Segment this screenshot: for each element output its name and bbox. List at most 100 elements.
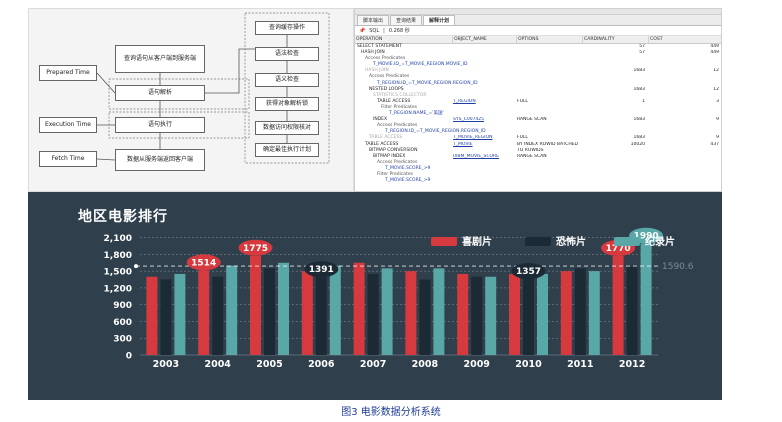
plan-row[interactable]: Filter Predicates <box>355 105 721 111</box>
plan-row[interactable]: STATISTICS COLLECTOR <box>355 93 721 99</box>
column-header[interactable]: OPERATION <box>355 36 453 43</box>
plan-options: RANGE SCAN <box>517 117 547 123</box>
column-header[interactable]: CARDINALITY <box>583 36 649 43</box>
legend-swatch <box>525 237 551 246</box>
plan-object-name[interactable]: T_MOVIE_REGION <box>453 135 493 141</box>
plan-operation: Access Predicates <box>365 56 406 62</box>
markline-start-dot <box>134 264 138 269</box>
plan-cardinality: 57 <box>639 44 645 49</box>
plan-row[interactable]: T_MOVIE.SCORE_>9 <box>355 166 721 172</box>
x-tick-label: 2003 <box>153 359 179 370</box>
legend-swatch <box>431 237 457 246</box>
parse-step-box: 确定最佳执行计划 <box>255 143 319 157</box>
plan-operation: Filter Predicates <box>381 104 417 110</box>
plan-row[interactable]: T_MOVIE.SCORE_>9 <box>355 178 721 184</box>
bar-纪录片 <box>226 265 238 355</box>
plan-row[interactable]: Filter Predicates <box>355 172 721 178</box>
plan-object-name <box>453 178 517 184</box>
x-tick-label: 2004 <box>204 359 231 370</box>
plan-object-name[interactable]: IXBM_MOVIE_SCORE <box>453 153 499 159</box>
result-tab[interactable]: 查询结果 <box>390 15 423 25</box>
bar-纪录片 <box>381 268 393 355</box>
timing-connector <box>96 158 116 161</box>
value-bubble-label: 1514 <box>191 258 216 268</box>
timing-label-box: Prepared Time <box>39 65 97 81</box>
plan-row[interactable]: Access Predicates <box>355 123 721 129</box>
value-bubble-label: 1357 <box>516 267 541 277</box>
plan-cost: 9 <box>716 135 719 141</box>
plan-row[interactable]: T_MOVIE.ID_=T_MOVIE_REGION.MOVIE_ID <box>355 62 721 68</box>
result-tabs: 脚本输出查询结果解释计划 <box>355 15 721 26</box>
plan-row[interactable]: Access Predicates <box>355 74 721 80</box>
plan-operation: T_REGION.ID_=T_MOVIE_REGION.REGION_ID <box>377 80 478 86</box>
plan-operation: BITMAP CONVERSION <box>369 147 418 153</box>
plan-operation: HASH JOIN <box>361 50 385 56</box>
bar-喜剧片 <box>560 271 572 355</box>
column-header[interactable]: OBJECT_NAME <box>453 36 517 43</box>
bar-恐怖片 <box>367 273 379 355</box>
flow-step-box: 语句解析 <box>115 85 205 101</box>
x-tick-label: 2009 <box>463 359 489 370</box>
parse-step-box: 语法检查 <box>255 47 319 61</box>
plan-operation: T_MOVIE.ID_=T_MOVIE_REGION.MOVIE_ID <box>373 62 468 68</box>
plan-row[interactable]: T_REGION.NAME_='美国' <box>355 111 721 117</box>
bar-恐怖片 <box>264 268 275 355</box>
bar-纪录片 <box>329 265 341 355</box>
plan-operation: T_REGION.ID_=T_MOVIE_REGION.REGION_ID <box>385 129 486 135</box>
bar-喜剧片 <box>457 273 469 355</box>
x-tick-label: 2005 <box>256 359 282 370</box>
bar-喜剧片 <box>146 276 158 355</box>
pin-icon[interactable]: 📌 <box>359 27 366 34</box>
flow-diagram-connectors <box>96 12 330 164</box>
column-header[interactable]: OPTIONS <box>517 36 583 43</box>
plan-row[interactable]: BITMAP INDEX IXBM_MOVIE_SCORE RANGE SCAN <box>355 154 721 160</box>
value-bubble-label: 1391 <box>309 265 334 275</box>
plan-object-name[interactable]: T_REGION <box>453 98 476 104</box>
window-top-strip <box>355 9 721 15</box>
plan-object-name[interactable]: SYS_C007425 <box>453 117 485 123</box>
plan-object-name[interactable]: T_MOVIE <box>453 141 473 147</box>
bar-喜剧片 <box>353 262 365 355</box>
bar-恐怖片 <box>212 276 224 355</box>
y-tick-label: 1,800 <box>104 251 132 261</box>
plan-options: BY INDEX ROWID BATCHED <box>517 141 579 147</box>
bar-恐怖片 <box>523 279 534 355</box>
result-tab[interactable]: 脚本输出 <box>357 15 390 25</box>
bar-恐怖片 <box>626 266 638 355</box>
plan-cost: 3 <box>716 98 719 104</box>
plan-options: RANGE SCAN <box>517 153 547 159</box>
bar-恐怖片 <box>160 279 172 355</box>
bar-纪录片 <box>433 268 445 355</box>
bar-喜剧片 <box>509 273 520 355</box>
legend-label: 恐怖片 <box>556 235 586 248</box>
plan-row[interactable]: T_REGION.ID_=T_MOVIE_REGION.REGION_ID <box>355 81 721 87</box>
plan-row[interactable]: Access Predicates <box>355 160 721 166</box>
plan-row[interactable]: T_REGION.ID_=T_MOVIE_REGION.REGION_ID <box>355 129 721 135</box>
markline-label: 1590.6 <box>662 262 694 272</box>
plan-operation: Access Predicates <box>377 159 418 165</box>
column-header[interactable]: COST <box>649 36 721 43</box>
plan-options <box>517 178 583 184</box>
sql-button[interactable]: SQL <box>369 27 380 34</box>
plan-row[interactable]: Access Predicates <box>355 56 721 62</box>
value-bubble-label: 1775 <box>243 244 268 254</box>
y-tick-label: 900 <box>113 301 132 311</box>
plan-operation: BITMAP INDEX <box>373 153 406 159</box>
y-tick-label: 2,100 <box>104 234 132 244</box>
plan-operation: NESTED LOOPS <box>369 86 404 92</box>
plan-cost: 449 <box>710 44 719 49</box>
plan-operation: TABLE ACCESS <box>369 135 403 141</box>
bar-喜剧片 <box>301 271 313 355</box>
y-tick-label: 1,500 <box>104 268 132 278</box>
result-tab[interactable]: 解释计划 <box>423 15 456 25</box>
